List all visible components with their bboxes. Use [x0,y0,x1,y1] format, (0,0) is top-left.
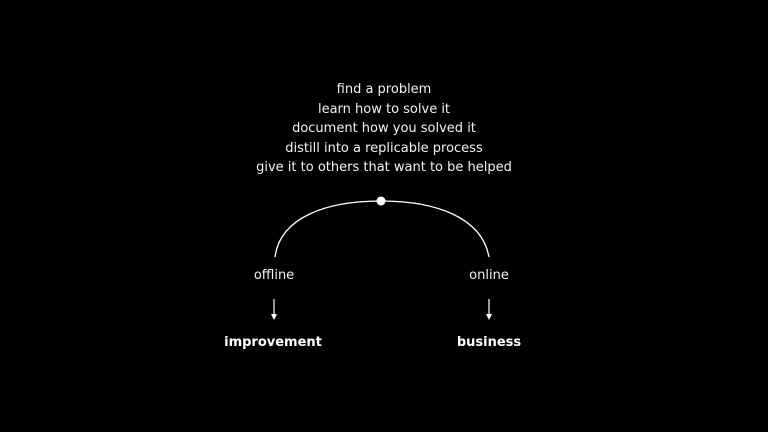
process-steps: find a problem learn how to solve it doc… [0,80,768,178]
split-arc [274,200,490,258]
step-item: give it to others that want to be helped [256,160,512,175]
offline-label: offline [253,268,295,283]
step-item: distill into a replicable process [285,140,483,156]
online-arrow [486,299,492,320]
business-result: business [456,335,522,350]
improvement-result: improvement [224,335,322,350]
step-item: document how you solved it [292,121,476,136]
online-label: online [469,268,509,283]
step-item: learn how to solve it [317,101,451,117]
split-node [376,196,386,206]
offline-arrow [271,299,277,320]
step-item: find a problem [336,82,432,97]
